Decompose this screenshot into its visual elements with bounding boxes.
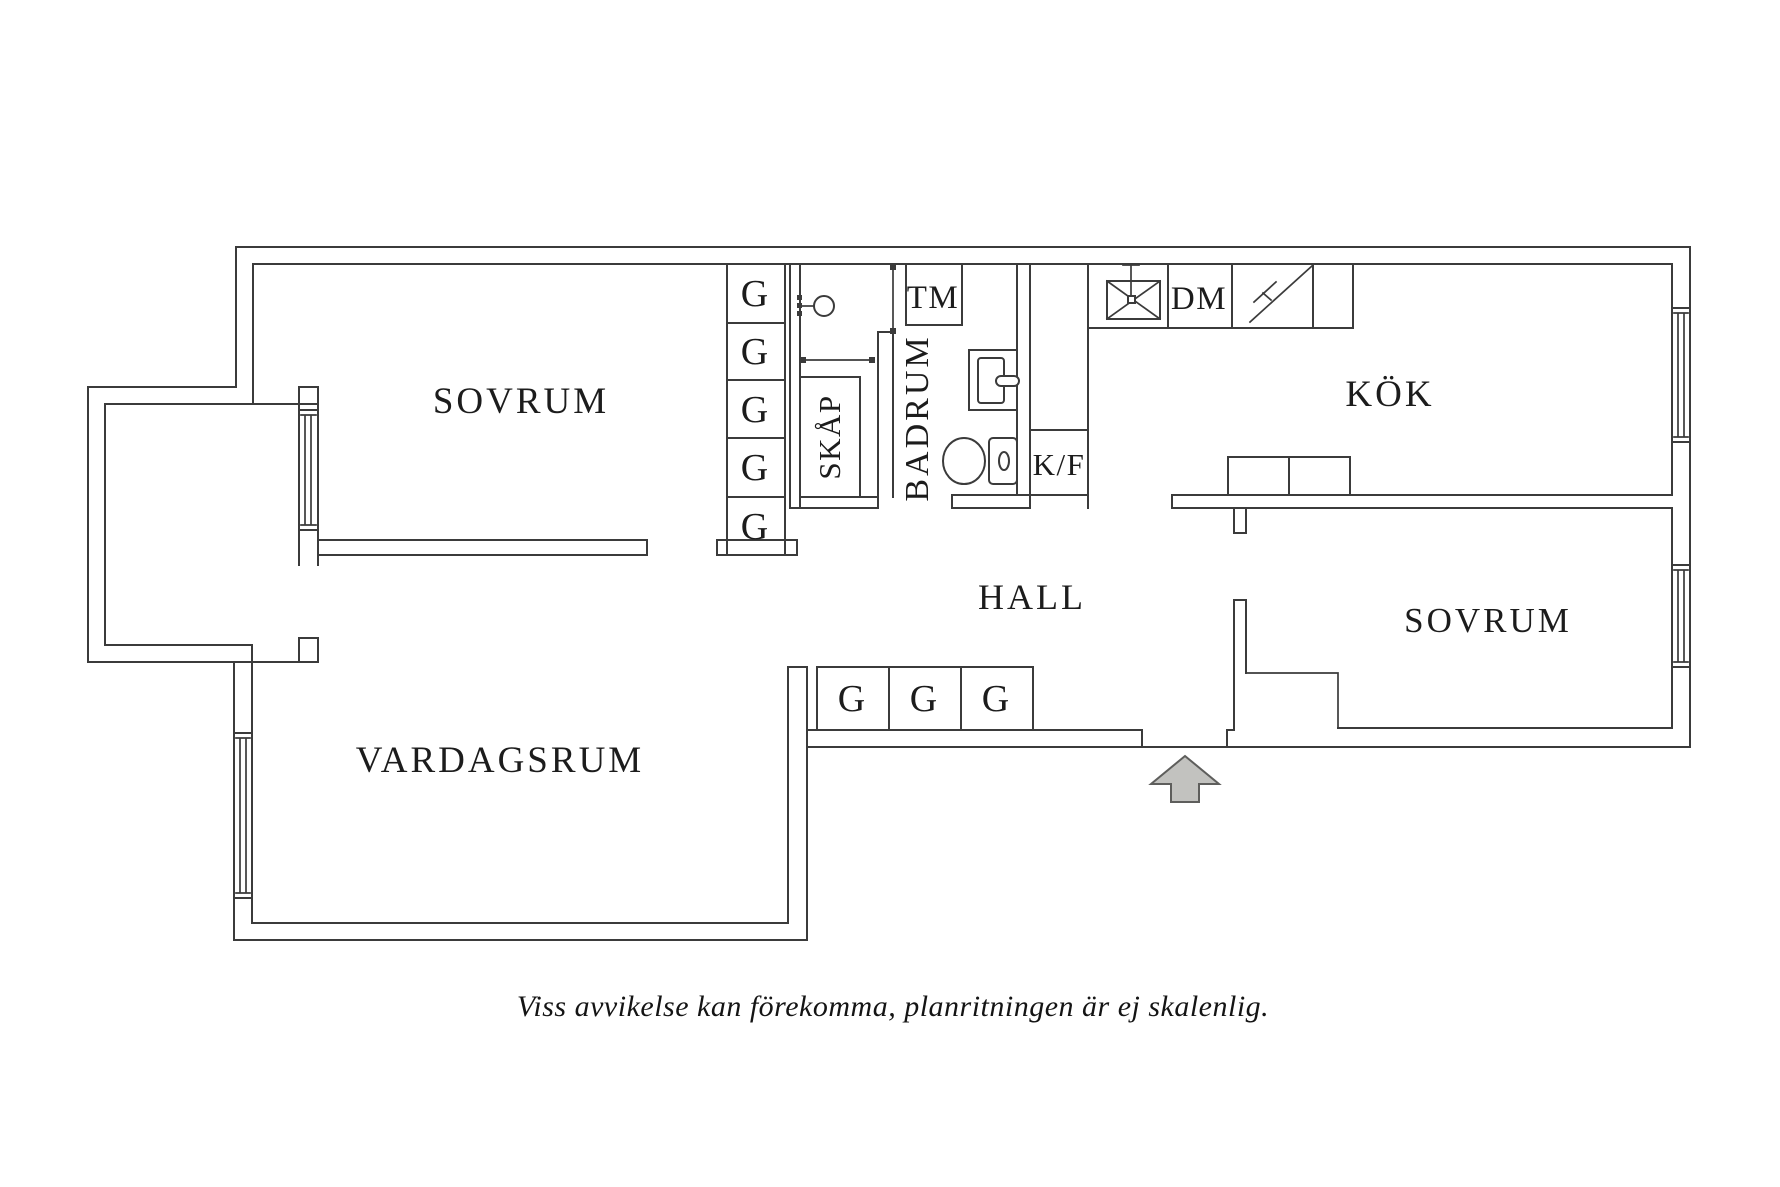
room-label-bedroom1: SOVRUM — [433, 381, 609, 422]
room-label-living-room: VARDAGSRUM — [356, 740, 644, 781]
balcony — [87, 386, 319, 663]
washing-machine-box — [905, 263, 963, 326]
room-label-bathroom: BADRUM — [899, 334, 936, 501]
kitchen-sink-icon — [1105, 264, 1162, 321]
wardrobe-row-hall — [816, 666, 1034, 731]
room-label-hall: HALL — [978, 577, 1086, 617]
room-label-closet: SKÅP — [812, 394, 847, 479]
kitchen-table-icon — [1227, 456, 1351, 496]
dishwasher-label: DM — [1171, 281, 1227, 317]
shower-mixer-icon — [797, 295, 835, 317]
window-kitchen — [1671, 307, 1691, 443]
room-label-bedroom2: SOVRUM — [1404, 601, 1572, 640]
walls — [233, 246, 1691, 941]
wardrobe-g-col-1: G — [741, 273, 771, 315]
toilet-icon — [942, 437, 1018, 485]
wardrobe-g-col-2: G — [741, 331, 771, 373]
closet-box — [799, 376, 861, 498]
window-balcony — [298, 409, 319, 531]
bedroom2-door-leaf — [1245, 672, 1339, 729]
wardrobe-labels: G G G G G G G G — [741, 273, 1012, 720]
washbasin-icon — [968, 349, 1020, 411]
room-labels: SOVRUM VARDAGSRUM HALL KÖK SOVRUM BADRUM… — [356, 334, 1572, 781]
wardrobe-g-row-3: G — [982, 678, 1012, 720]
entrance-arrow-icon — [1148, 754, 1222, 803]
window-living-room — [233, 732, 253, 899]
fridge-freezer-label: K/F — [1033, 447, 1086, 482]
wardrobe-g-row-1: G — [838, 678, 868, 720]
disclaimer-caption: Viss avvikelse kan förekomma, planritnin… — [517, 990, 1269, 1023]
wardrobe-g-row-2: G — [910, 678, 940, 720]
room-label-kitchen: KÖK — [1345, 374, 1434, 415]
shower-screens — [800, 264, 896, 363]
window-bedroom2 — [1671, 564, 1691, 668]
washing-machine-label: TM — [907, 280, 960, 316]
wardrobe-g-col-3: G — [741, 389, 771, 431]
wardrobe-g-col-5: G — [741, 506, 771, 548]
stove-icon — [1248, 264, 1314, 324]
wardrobe-g-col-4: G — [741, 447, 771, 489]
appliance-labels: TM DM K/F — [907, 280, 1227, 482]
wardrobe-column-bedroom1 — [726, 263, 786, 556]
